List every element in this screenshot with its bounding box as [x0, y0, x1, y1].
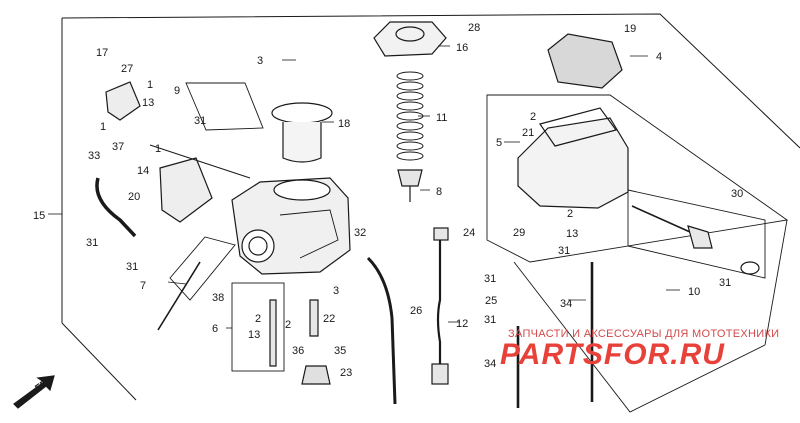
- subframe-6: [231, 282, 285, 372]
- part-label: 35: [334, 345, 346, 357]
- part-label: 34: [560, 298, 572, 310]
- part-label: 28: [468, 22, 480, 34]
- part-label: 31: [126, 261, 138, 273]
- needle-holder: [397, 169, 423, 187]
- adjuster-body: [687, 225, 713, 249]
- frame-bottom-edge: [61, 322, 137, 401]
- hose-33: [95, 177, 137, 238]
- front-arrow-icon: [13, 375, 55, 409]
- part-label: 15: [33, 210, 45, 222]
- part-label: 2: [285, 319, 291, 331]
- part-label: 16: [456, 42, 468, 54]
- main-jet-holder: [269, 299, 277, 367]
- needle-jet: [309, 299, 319, 337]
- part-label: 29: [513, 227, 525, 239]
- piston-body: [282, 122, 322, 163]
- drain-hose: [366, 256, 397, 405]
- intake-bore-inner: [248, 236, 268, 256]
- part-label: 1: [100, 121, 106, 133]
- heater-wire: [436, 236, 442, 372]
- bowl-cover: [547, 33, 623, 89]
- part-label: 31: [86, 237, 98, 249]
- part-label: 33: [88, 150, 100, 162]
- part-label: 11: [436, 112, 447, 124]
- part-label: 13: [142, 97, 154, 109]
- part-label: 2: [530, 111, 536, 123]
- part-label: 31: [194, 115, 206, 127]
- adjuster-washer: [740, 261, 760, 275]
- part-label: 17: [96, 47, 108, 59]
- lower-right-frame: [513, 219, 788, 413]
- part-label: 31: [719, 277, 731, 289]
- part-label: 4: [656, 51, 662, 63]
- part-label: 36: [292, 345, 304, 357]
- watermark-logo: PARTSFOR.RU: [500, 338, 725, 371]
- part-label: 1: [155, 143, 161, 155]
- leader-lines: [167, 45, 680, 329]
- part-label: 22: [323, 313, 335, 325]
- part-label: 5: [496, 137, 502, 149]
- part-label: 2: [255, 313, 261, 325]
- watermark-caption: ЗАПЧАСТИ И АКСЕССУАРЫ ДЛЯ МОТОТЕХНИКИ: [508, 328, 780, 340]
- part-label: 3: [333, 285, 339, 297]
- part-label: 3: [257, 55, 263, 67]
- float-bowl-frame: [486, 94, 789, 263]
- part-label: 31: [558, 245, 570, 257]
- part-label: 8: [436, 186, 442, 198]
- part-label: 9: [174, 85, 180, 97]
- part-label: 6: [212, 323, 218, 335]
- drain-screw: [301, 365, 331, 385]
- subframe-9: [185, 82, 264, 131]
- part-label: 37: [112, 141, 124, 153]
- piston-diaphragm: [271, 102, 333, 124]
- float-bowl: [517, 117, 629, 209]
- part-label: 25: [485, 295, 497, 307]
- throttle-shaft: [149, 144, 251, 179]
- outer-frame: [61, 13, 800, 149]
- part-label: 32: [354, 227, 366, 239]
- part-label: 27: [121, 63, 133, 75]
- part-label: 26: [410, 305, 422, 317]
- part-label: 18: [338, 118, 350, 130]
- part-label: 30: [731, 188, 743, 200]
- part-label: 14: [137, 165, 149, 177]
- subframe-10: [627, 189, 766, 279]
- pump-cover: [105, 81, 141, 121]
- part-label: 31: [484, 314, 496, 326]
- part-label: 1: [147, 79, 153, 91]
- adjuster-screw: [631, 205, 691, 233]
- part-label: 20: [128, 191, 140, 203]
- part-label: 7: [140, 280, 146, 292]
- part-label: 31: [484, 273, 496, 285]
- top-cover-boss: [395, 26, 425, 42]
- heater-unit: [433, 227, 449, 241]
- part-label: 13: [248, 329, 260, 341]
- heater-plug: [431, 363, 449, 385]
- pilot-screw-7: [157, 261, 201, 331]
- part-label: 24: [463, 227, 475, 239]
- part-label: 19: [624, 23, 636, 35]
- part-label: 38: [212, 292, 224, 304]
- intake-bore: [241, 229, 275, 263]
- subframe-7: [169, 236, 236, 301]
- part-label: 21: [522, 127, 534, 139]
- float-bowl-rim: [539, 107, 618, 147]
- part-label: 12: [456, 318, 468, 330]
- linkage-cover: [159, 157, 213, 223]
- part-label: 13: [566, 228, 578, 240]
- part-label: 2: [567, 208, 573, 220]
- top-cover: [373, 21, 447, 57]
- part-label: 23: [340, 367, 352, 379]
- part-label: 34: [484, 358, 496, 370]
- body-detail: [279, 209, 339, 259]
- part-label: 10: [688, 286, 700, 298]
- piston-chamber: [273, 179, 331, 201]
